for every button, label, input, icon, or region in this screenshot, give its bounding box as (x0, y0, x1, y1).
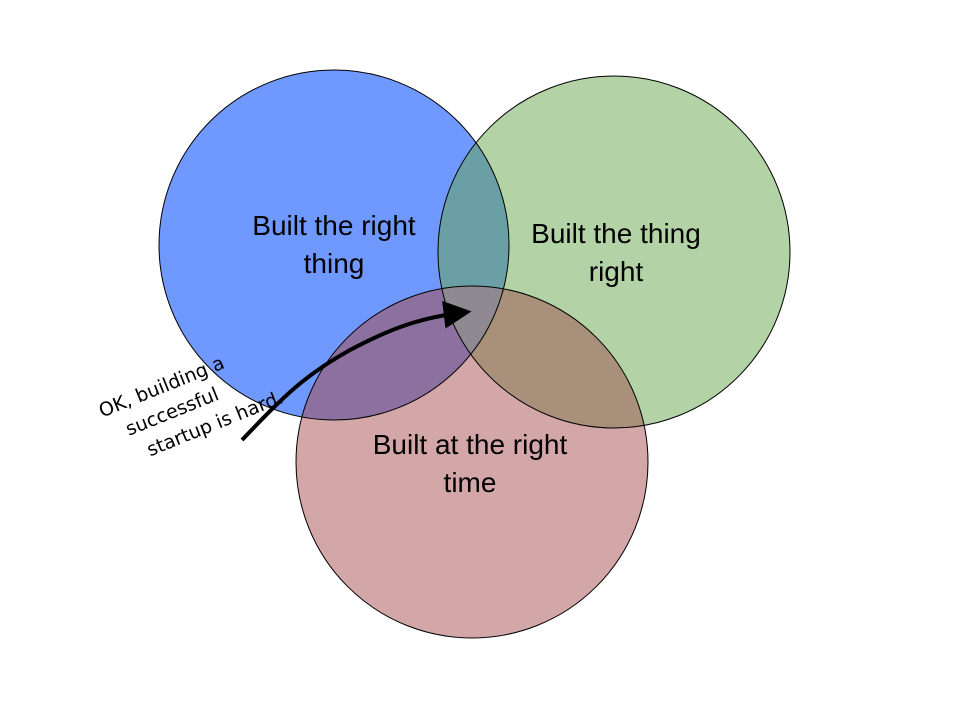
label-right-thing-line-2: thing (303, 248, 365, 279)
label-right-thing-line-1: Built the right (252, 210, 416, 241)
label-right-time-line-1: Built at the right (372, 429, 568, 460)
overlap-right-time (296, 286, 509, 420)
label-thing-right-line-1: Built the thing (531, 218, 701, 249)
label-right-time-line-2: time (443, 467, 497, 498)
outline-right-thing (158, 69, 510, 421)
label-thing-right: Built the thing right (496, 215, 736, 291)
overlap-thing-time (438, 286, 648, 428)
annotation-arrow (240, 300, 472, 442)
label-thing-right-line-2: right (588, 256, 644, 287)
outline-right-time (295, 285, 649, 639)
outline-thing-right (437, 75, 791, 429)
label-right-thing: Built the right thing (214, 207, 454, 283)
label-right-time: Built at the right time (340, 426, 600, 502)
